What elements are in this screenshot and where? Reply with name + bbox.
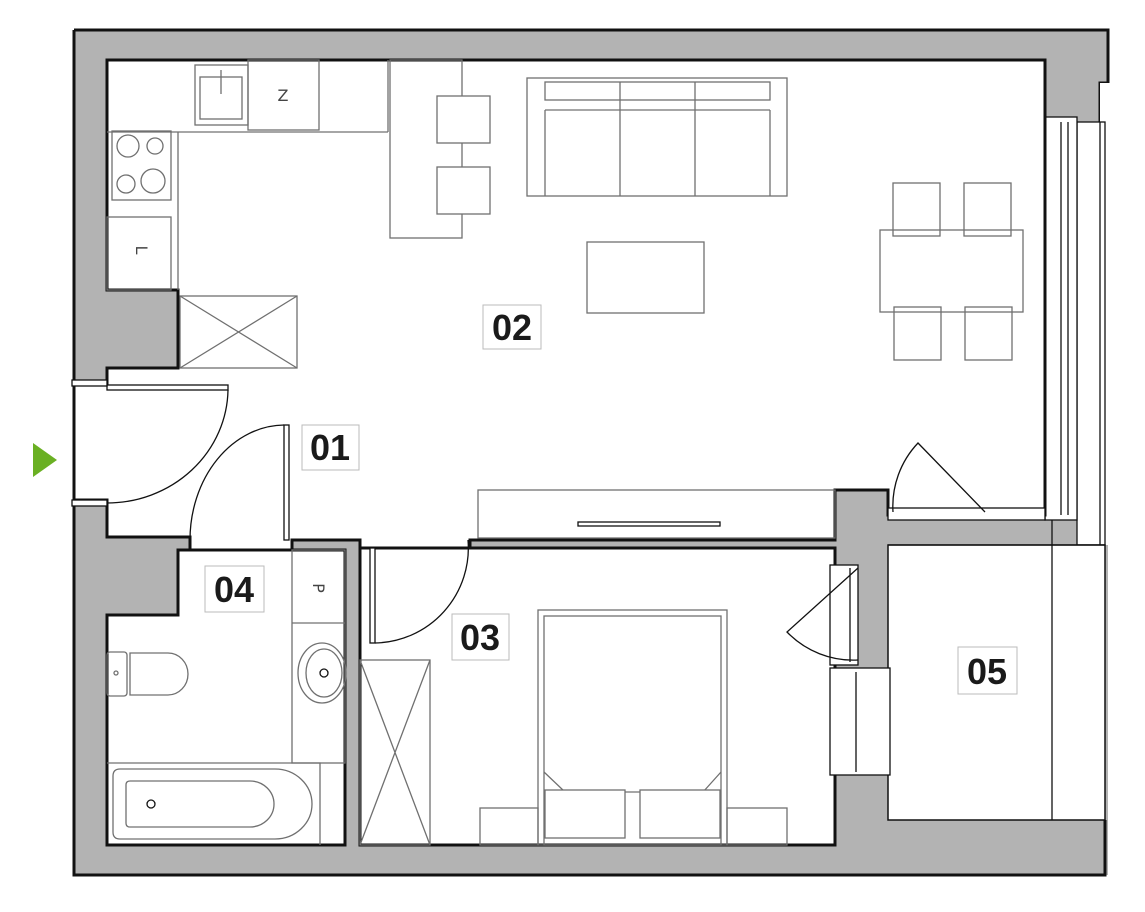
coffee-table xyxy=(586,241,705,314)
svg-text:04: 04 xyxy=(214,569,254,610)
svg-text:05: 05 xyxy=(967,651,1007,692)
room-living-kitchen xyxy=(72,58,1047,552)
stove xyxy=(111,130,172,201)
entrance-arrow-icon xyxy=(33,443,57,477)
room-label-05: 05 xyxy=(957,646,1018,695)
entry-door[interactable] xyxy=(71,379,229,507)
stool xyxy=(436,166,491,215)
dishwasher-label: L xyxy=(132,246,151,255)
room-label-01: 01 xyxy=(301,424,360,471)
fridge-label: Z xyxy=(278,86,289,105)
sofa xyxy=(526,77,788,197)
svg-text:03: 03 xyxy=(460,617,500,658)
balcony-door-living[interactable] xyxy=(892,442,986,513)
dishwasher xyxy=(106,216,172,291)
washbasin xyxy=(297,642,347,704)
svg-text:02: 02 xyxy=(492,307,532,348)
toilet xyxy=(106,651,189,697)
balcony-door-bedroom[interactable] xyxy=(786,567,859,661)
bedroom-door[interactable] xyxy=(369,539,469,644)
dining-set xyxy=(879,182,1024,361)
room-label-04: 04 xyxy=(204,565,265,613)
bedroom-wardrobe xyxy=(359,659,431,846)
bathroom-door[interactable] xyxy=(189,424,290,541)
bed xyxy=(479,609,788,846)
fridge xyxy=(247,59,320,131)
bar-counter xyxy=(389,59,463,239)
kitchen-counter: Z L xyxy=(106,59,491,291)
room-label-03: 03 xyxy=(451,613,510,661)
stool xyxy=(436,95,491,144)
washer-label: P xyxy=(309,583,328,593)
hall-wardrobe xyxy=(179,295,298,369)
bathtub xyxy=(112,768,313,840)
sideboard xyxy=(477,489,836,539)
room-label-02: 02 xyxy=(482,304,542,350)
svg-text:01: 01 xyxy=(310,427,350,468)
